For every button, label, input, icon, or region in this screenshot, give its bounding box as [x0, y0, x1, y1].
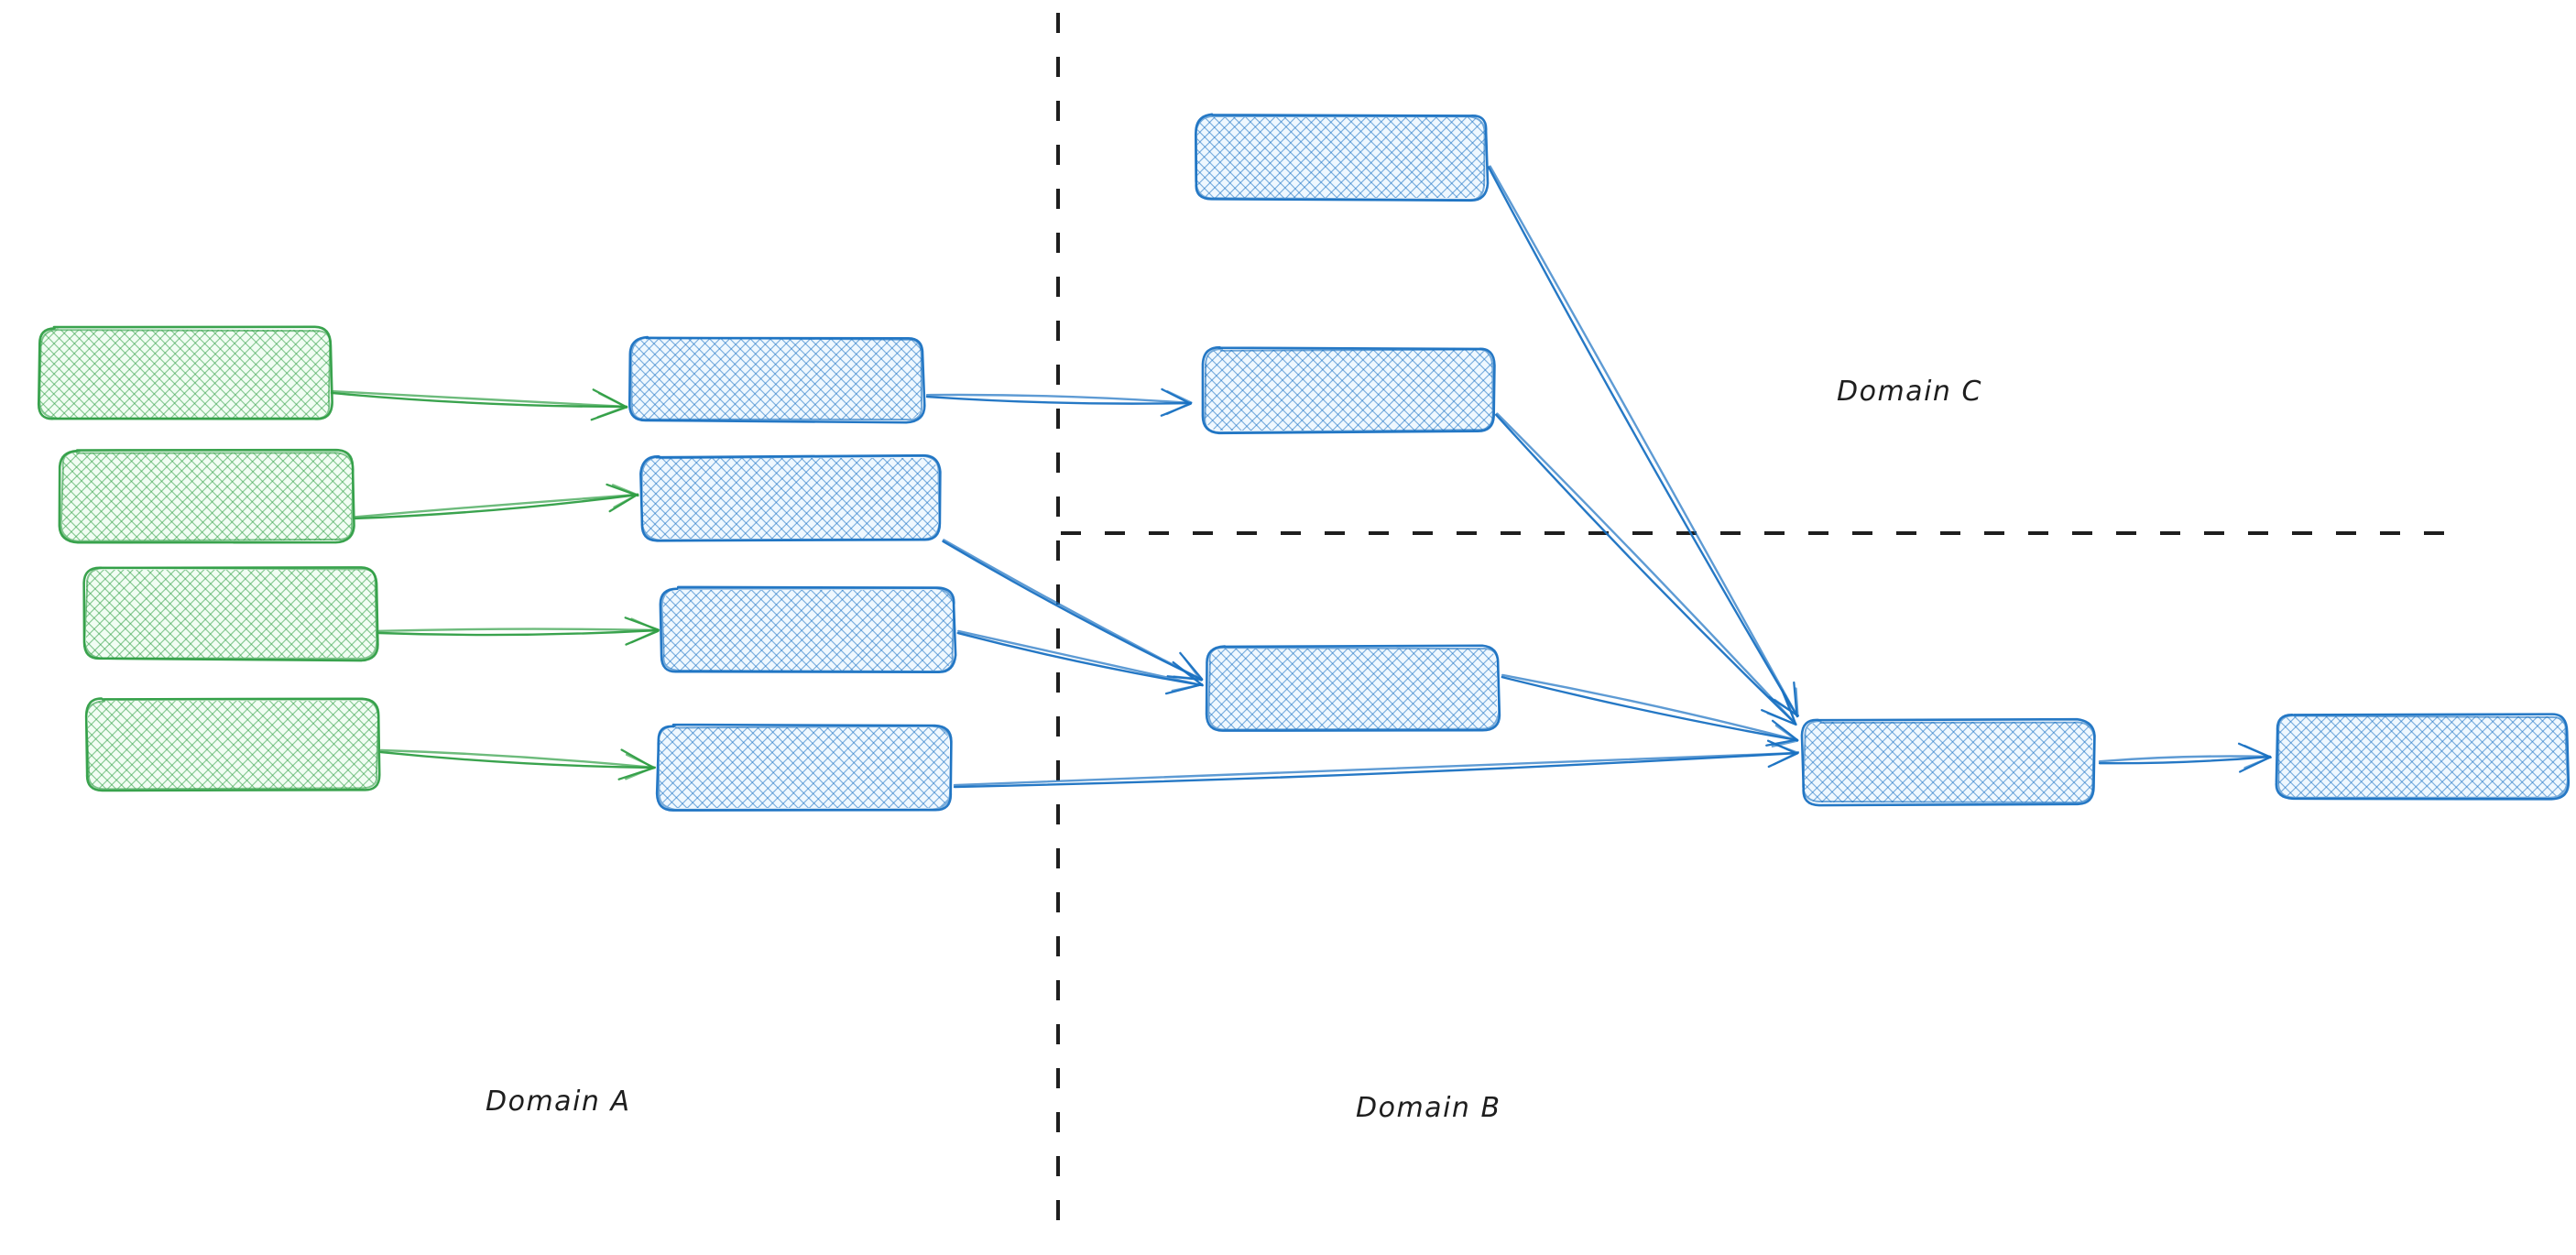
edge-a4-to-b4: [379, 748, 657, 780]
edge-c2-to-d1: [1494, 412, 1797, 726]
node-a1[interactable]: [0, 318, 562, 430]
node-a3[interactable]: [0, 558, 608, 670]
node-hit-a4[interactable]: [86, 699, 379, 791]
edge-c3-to-d1: [1501, 673, 1799, 748]
node-hit-b4[interactable]: [658, 726, 951, 810]
node-hit-d1[interactable]: [1803, 720, 2094, 804]
edge-c1-to-d1: [1487, 165, 1799, 718]
node-hit-b3[interactable]: [661, 588, 955, 672]
node-b2[interactable]: [539, 446, 1155, 551]
node-hit-a3[interactable]: [84, 568, 377, 660]
node-hit-a2[interactable]: [60, 451, 354, 542]
edge-a2-to-b2: [354, 483, 639, 520]
node-b1[interactable]: [528, 327, 1145, 431]
domain-b-label: Domain B: [1356, 1092, 1501, 1124]
node-a4[interactable]: [0, 689, 610, 801]
domain-a-label: Domain A: [486, 1086, 631, 1118]
node-d1[interactable]: [1700, 710, 2318, 814]
node-hit-c1[interactable]: [1195, 115, 1487, 200]
edge-d1-to-d2: [2098, 742, 2272, 773]
edge-b4-to-d1: [953, 739, 1800, 789]
edge-b3-to-c3: [956, 629, 1205, 695]
nodes-layer: [0, 105, 2576, 820]
node-c2[interactable]: [1100, 338, 1717, 442]
edges-layer: [330, 165, 2272, 789]
node-hit-b1[interactable]: [630, 337, 923, 421]
edge-b1-to-c2: [925, 387, 1193, 417]
domain-c-label: Domain C: [1837, 376, 1982, 408]
edge-a3-to-b3: [377, 617, 660, 646]
node-hit-c2[interactable]: [1203, 348, 1494, 432]
edge-a1-to-b1: [330, 388, 628, 421]
node-hit-c3[interactable]: [1207, 647, 1499, 731]
edge-b2-to-c3: [942, 539, 1204, 682]
node-hit-b2[interactable]: [641, 456, 940, 540]
domain-dividers: [1056, 13, 2448, 1242]
node-hit-d2[interactable]: [2276, 715, 2568, 799]
node-d2[interactable]: [2175, 704, 2576, 809]
node-b4[interactable]: [554, 715, 1172, 820]
node-b3[interactable]: [559, 578, 1175, 682]
node-c3[interactable]: [1104, 637, 1721, 741]
node-c1[interactable]: [1093, 105, 1708, 210]
node-hit-a1[interactable]: [38, 328, 332, 420]
node-a2[interactable]: [0, 441, 585, 552]
